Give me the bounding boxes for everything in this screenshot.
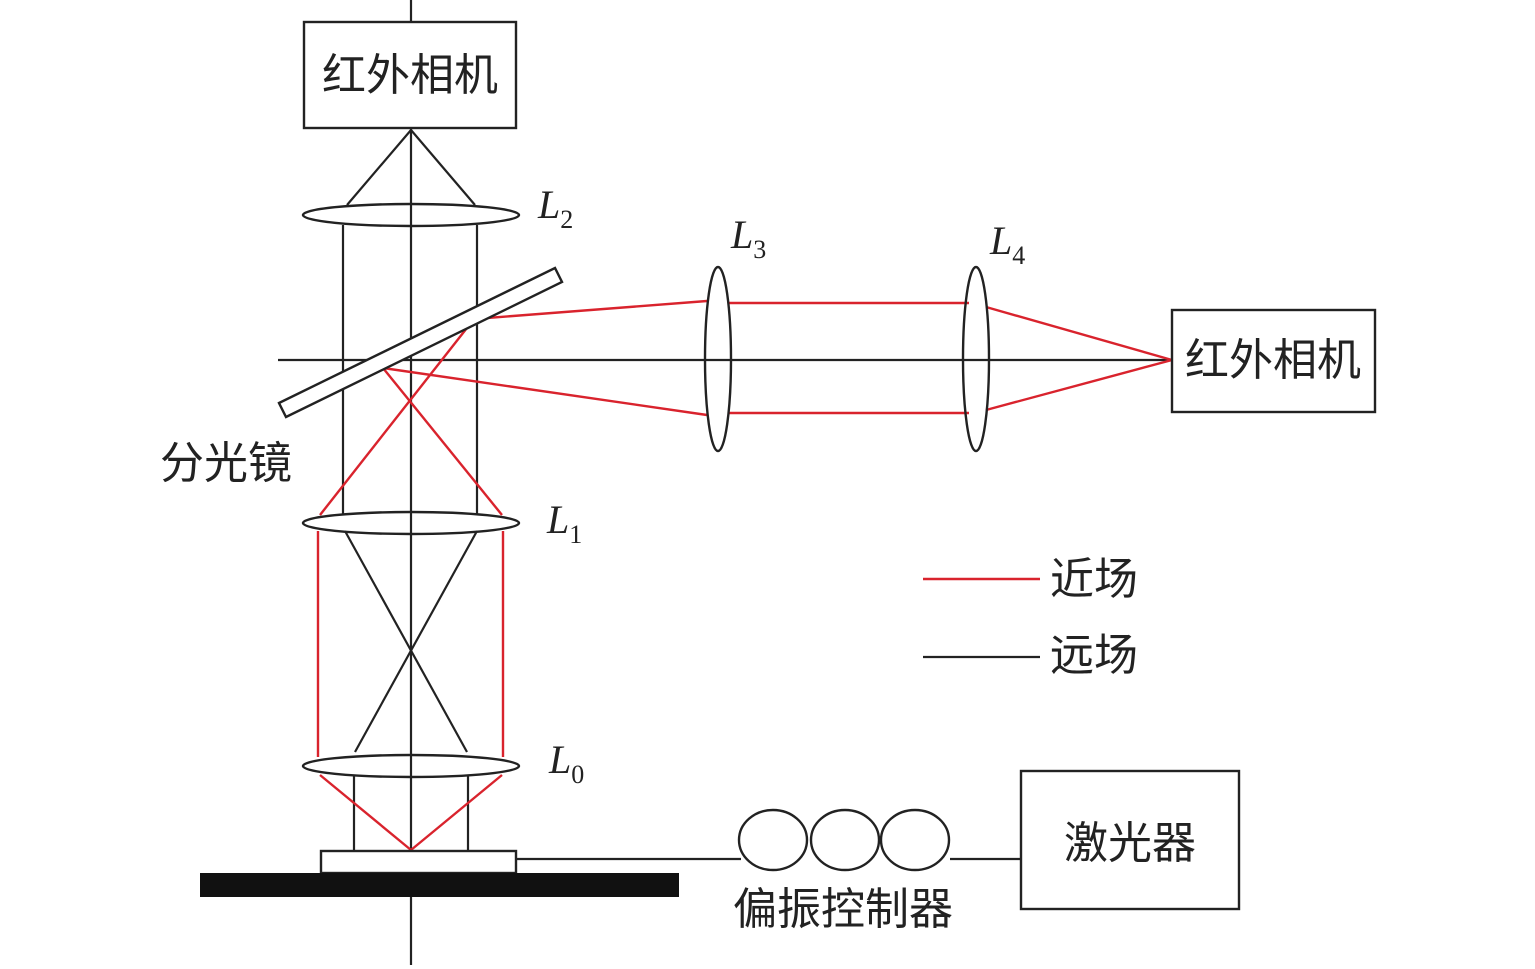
beam-splitter <box>277 266 564 419</box>
near-field-rays <box>316 299 1173 851</box>
fiber-loop-2 <box>809 808 881 872</box>
lens-L3-label: L3 <box>730 212 766 264</box>
polarization-controller: 偏振控制器 <box>733 808 953 935</box>
fiber-loop-3 <box>879 808 951 872</box>
sample-waveguide <box>319 849 518 875</box>
stage-base <box>200 873 679 897</box>
lens-L0 <box>301 753 521 779</box>
beam-splitter-plate <box>277 266 564 419</box>
lens-L4-label: L4 <box>989 218 1025 270</box>
laser: 激光器 <box>1019 769 1241 911</box>
camera-right-box <box>1170 308 1377 414</box>
fiber-loop-1 <box>737 808 809 872</box>
lens-L3 <box>703 265 733 453</box>
camera-top-label: 红外相机 <box>322 50 498 101</box>
polarization-controller-label: 偏振控制器 <box>733 884 953 935</box>
laser-label: 激光器 <box>1064 818 1196 869</box>
legend: 近场 远场 <box>923 554 1138 681</box>
beam-splitter-label: 分光镜 <box>160 438 292 489</box>
legend-near-field-label: 近场 <box>1050 554 1138 605</box>
legend-far-field-label: 远场 <box>1050 630 1138 681</box>
lens-L2 <box>301 202 521 228</box>
lens-L4 <box>961 265 991 453</box>
camera-right-label: 红外相机 <box>1185 335 1361 386</box>
lens-L2-label: L2 <box>537 182 573 234</box>
far-field-rays <box>341 129 479 850</box>
lens-L1-label: L1 <box>546 497 582 549</box>
lens-L0-label: L0 <box>548 737 584 789</box>
camera-right: 红外相机 <box>1170 308 1377 414</box>
sample-stage <box>200 849 679 897</box>
camera-top-box <box>302 20 518 130</box>
lens-L1 <box>301 510 521 536</box>
camera-top: 红外相机 <box>302 20 518 130</box>
laser-box <box>1019 769 1241 911</box>
